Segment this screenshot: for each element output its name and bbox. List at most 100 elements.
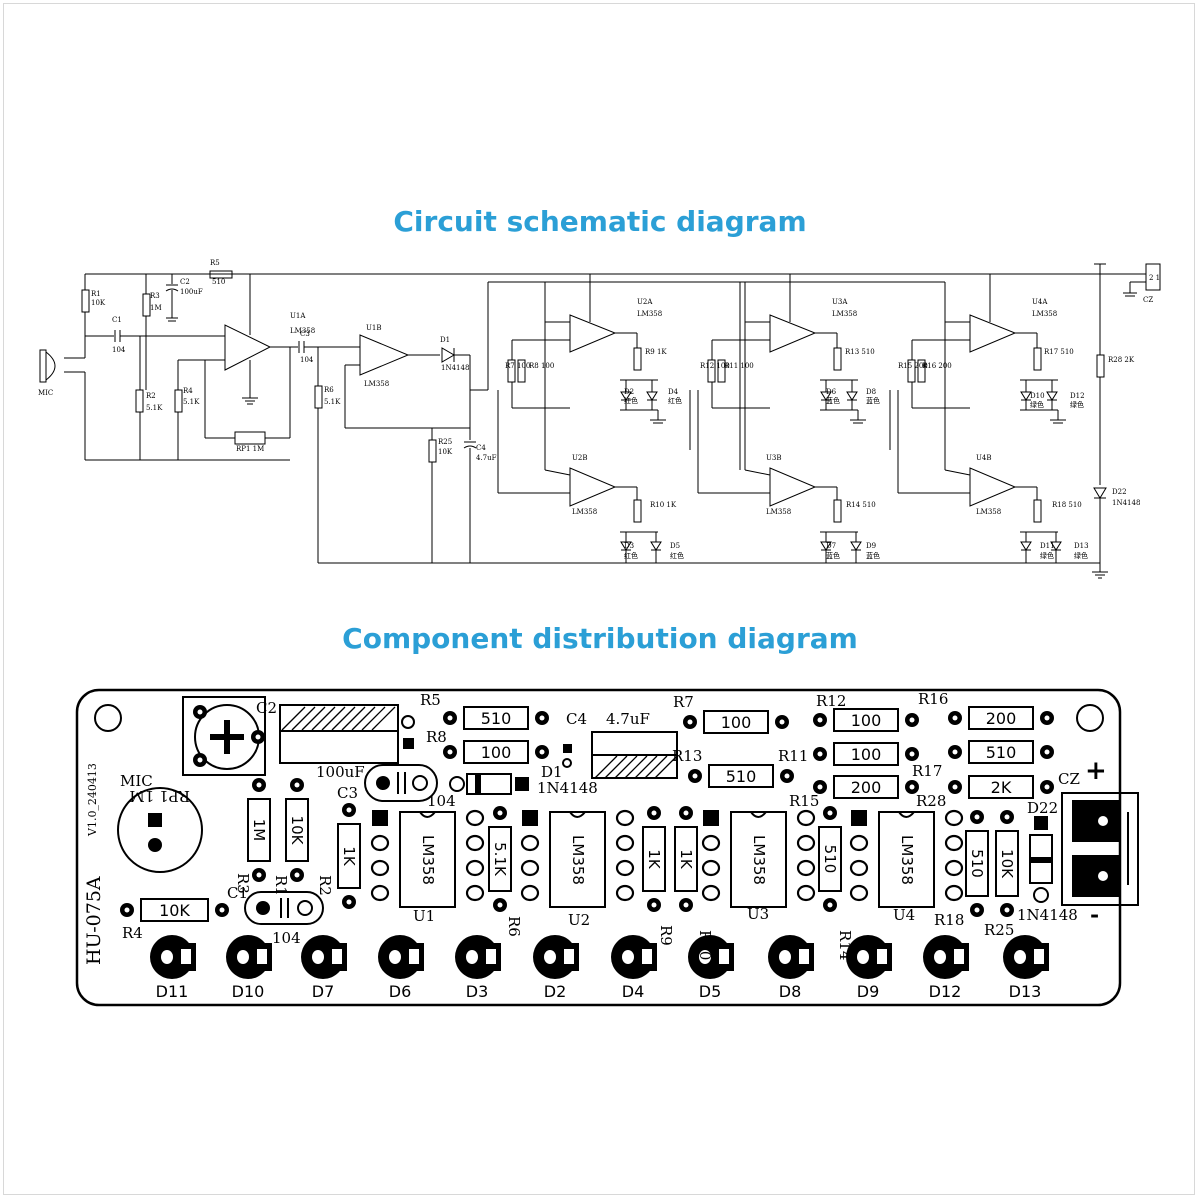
led-d4: D4	[611, 935, 657, 1001]
schem-label-r3v: 1M	[150, 304, 162, 312]
schem-label-r4v: 5.1K	[183, 398, 200, 406]
led-d11: D11	[150, 935, 196, 1001]
schem-label-r5v: 510	[212, 278, 225, 286]
output-resistor	[833, 347, 842, 371]
led-label: D13	[1009, 982, 1042, 1001]
led-label: D9	[857, 982, 880, 1001]
schem-label-u1b: U1B	[366, 324, 382, 332]
schem-label-r9: R9 1K	[645, 348, 667, 356]
led-icon	[646, 391, 658, 401]
schem-label-u1a: U1A	[290, 312, 306, 320]
schem-label-d6: D6	[826, 388, 837, 396]
led-d12: D12	[923, 935, 969, 1001]
resistor-body	[708, 764, 774, 788]
ic-u1: LM358	[370, 809, 485, 908]
schem-label-r13: R13 510	[845, 348, 875, 356]
schem-label-d22v: 1N4148	[1112, 499, 1140, 507]
resistor-body	[463, 740, 529, 764]
circuit-schematic: MICR110KR31MC2100uFR5510C1104R25.1KR45.1…	[38, 259, 1161, 579]
resistor-value: 2K	[991, 778, 1012, 797]
led-label: D10	[232, 982, 265, 1001]
resistor-value: 100	[851, 711, 882, 730]
opamp-a	[569, 314, 617, 353]
schem-label-r1v: 10K	[91, 299, 106, 307]
led-d9: D9	[846, 935, 892, 1001]
led-label: D3	[466, 982, 489, 1001]
schem-label-u4b2: LM358	[976, 508, 1001, 516]
image-frame	[3, 3, 1195, 1195]
led-label: D6	[389, 982, 412, 1001]
opamp-a	[769, 314, 817, 353]
pcb-label-r12: R12	[816, 692, 846, 710]
output-resistor	[633, 347, 642, 371]
schematic-heading: Circuit schematic diagram	[393, 205, 807, 238]
ic-u4: LM358	[849, 809, 964, 908]
pcb-label-cz: CZ	[1058, 770, 1080, 788]
schem-label-r18: R18 510	[1052, 501, 1082, 509]
resistor-body	[833, 775, 899, 799]
schem-label-c1v: 104	[112, 346, 126, 354]
resistor-value: 510	[968, 849, 986, 878]
schem-label-blue1: 蓝色	[826, 396, 840, 405]
pcb-label-r8: R8	[426, 728, 447, 746]
led-label: D4	[622, 982, 645, 1001]
schem-label-d11: D11	[1040, 542, 1055, 550]
pcb-label-c1: C1	[227, 884, 248, 902]
resistor-body	[642, 826, 666, 892]
pcb-label-r9: R9	[657, 925, 675, 946]
schem-label-green3: 绿色	[1040, 551, 1054, 560]
schem-label-r12: R12 100	[700, 362, 730, 370]
resistor-body	[995, 830, 1019, 897]
schem-label-d5: D5	[670, 542, 680, 550]
resistor-body	[968, 775, 1034, 799]
led-d6: D6	[378, 935, 424, 1001]
pcb-label-d22v: 1N4148	[1017, 906, 1078, 924]
output-resistor	[1033, 499, 1042, 523]
resistor-value: 1M	[250, 819, 268, 842]
pcb-label-d22: D22	[1027, 799, 1058, 817]
led-d13: D13	[1003, 935, 1049, 1001]
schem-label-blue3: 蓝色	[826, 551, 840, 560]
resistor-value: 100	[481, 743, 512, 762]
pcb-label-rp1: RP1 1M	[129, 787, 190, 805]
schem-label-u3a: U3A	[832, 298, 848, 306]
schem-label-u3b: U3B	[766, 454, 782, 462]
ic-u3: LM358	[701, 809, 816, 908]
ic-label: LM358	[898, 835, 916, 885]
resistor-value: 1K	[340, 846, 358, 867]
resistor-body	[247, 798, 271, 862]
resistor-body	[703, 710, 769, 734]
schem-label-c1: C1	[112, 316, 122, 324]
resistor-value: 100	[721, 713, 752, 732]
led-d5: D5	[688, 935, 734, 1001]
schem-label-d10: D10	[1030, 392, 1045, 400]
pcb-label-minus: -	[1090, 902, 1099, 928]
resistor-value: 510	[821, 845, 839, 874]
pcb-label-c4: C4	[566, 710, 587, 728]
schem-label-d8: D8	[866, 388, 876, 396]
led-d8: D8	[768, 935, 814, 1001]
schem-label-r8: R8 100	[529, 362, 554, 370]
schem-label-r16: R16 200	[922, 362, 952, 370]
pcb-label-d1v: 1N4148	[537, 779, 598, 797]
pcb-label-c4v: 4.7uF	[606, 710, 650, 728]
schem-label-u3a2: LM358	[832, 310, 857, 318]
pcb-label-r13: R13	[672, 747, 702, 765]
schem-label-d3: D3	[624, 542, 634, 550]
divider-resistor	[717, 359, 726, 383]
schem-label-r17: R17 510	[1044, 348, 1074, 356]
resistor-body	[965, 830, 989, 897]
ic-label: LM358	[419, 835, 437, 885]
schem-label-d1: D1	[440, 336, 450, 344]
pcb-label-r2: R2	[316, 875, 334, 896]
resistor-body	[285, 798, 309, 862]
board-version: HU-075A	[83, 876, 105, 965]
opamp-b	[969, 467, 1017, 507]
schem-label-u2b2: LM358	[572, 508, 597, 516]
pcb-label-r11: R11	[778, 747, 808, 765]
pcb-label-r6: R6	[505, 916, 523, 937]
schem-label-d1v: 1N4148	[441, 364, 469, 372]
resistor-body	[337, 823, 361, 889]
led-label: D12	[929, 982, 962, 1001]
